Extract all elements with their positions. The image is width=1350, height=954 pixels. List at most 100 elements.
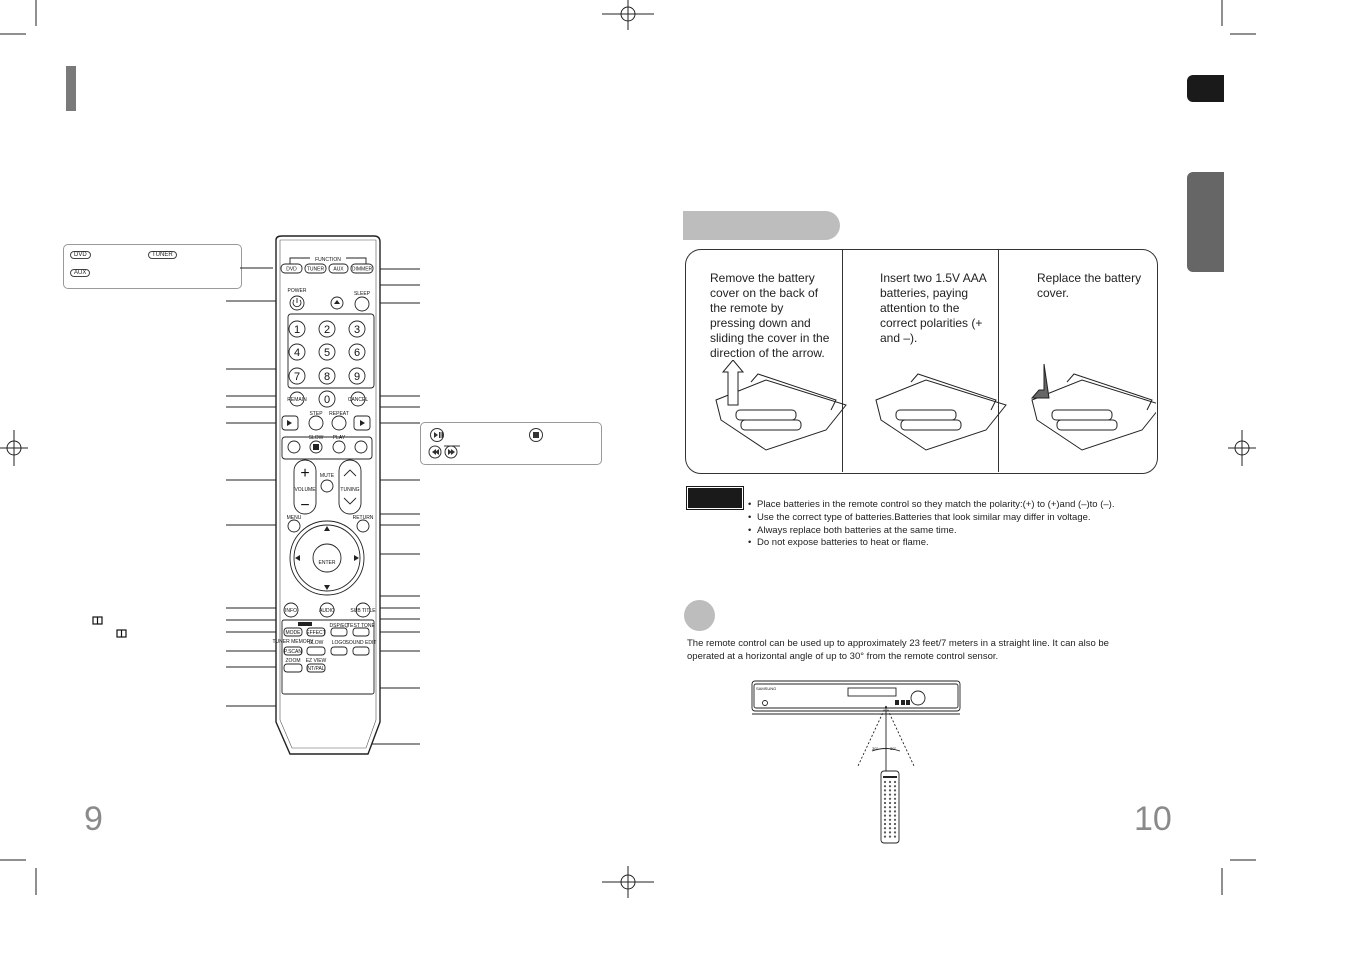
mini-remote-key: [883, 818, 887, 821]
device-brand: SAMSUNG: [756, 686, 776, 691]
tuning-label: TUNING: [340, 487, 359, 493]
mini-remote-key: [888, 814, 892, 817]
nt-pal-button: NT/PAL: [307, 666, 324, 672]
sleep-label: SLEEP: [354, 291, 371, 297]
chapter-tab: [1187, 75, 1224, 102]
mini-remote-key: [883, 810, 887, 813]
mini-remote-key: [888, 827, 892, 830]
digit-3-button: [348, 320, 366, 338]
angle-left-label: 30°: [872, 746, 878, 751]
digit-6-label: 6: [354, 347, 360, 359]
mini-remote-key: [883, 789, 887, 792]
mini-remote-key: [888, 806, 892, 809]
step-3-text: Replace the battery cover.: [1037, 271, 1142, 300]
range-diagram: SAMSUNG 30° 30°: [751, 680, 961, 844]
step-1-text: Remove the battery cover on the back of …: [710, 271, 830, 360]
dvd-badge: DVD: [70, 251, 91, 259]
mode-button: MODE: [286, 630, 302, 636]
cancel-button: CANCEL: [348, 397, 369, 403]
note-item: Always replace both batteries at the sam…: [748, 525, 1114, 538]
mini-remote-key: [883, 822, 887, 826]
sound-edit-label: SOUND EDIT: [346, 640, 377, 646]
digit-4-label: 4: [294, 347, 300, 359]
dolby-icon: [92, 616, 127, 638]
mini-remote-key: [893, 814, 897, 817]
mini-remote-key: [893, 818, 897, 821]
note-item: Use the correct type of batteries.Batter…: [748, 512, 1114, 525]
mini-remote-key: [893, 806, 897, 809]
mini-remote-key: [883, 801, 887, 805]
digit-5-button: [318, 343, 336, 361]
digit-3-label: 3: [354, 324, 360, 336]
page-number-left: 9: [84, 800, 103, 838]
slow-label: SLOW: [309, 435, 324, 441]
test-tone-label: TEST TONE: [347, 623, 375, 629]
slow2-label: SLOW: [309, 640, 324, 646]
mini-remote-key: [888, 818, 892, 821]
section-tab: [1187, 172, 1224, 272]
dsp-eq-label: DSP/EQ: [330, 623, 349, 629]
mini-remote-key: [883, 814, 887, 817]
mini-remote-key: [893, 831, 897, 834]
battery-illustrations: [715, 360, 1156, 451]
mini-remote-key: [893, 785, 897, 788]
mini-remote-key: [893, 810, 897, 813]
step-divider-1: [842, 250, 843, 472]
mini-remote-key: [888, 797, 892, 800]
function-callout-box: [63, 244, 242, 289]
tuner-memory-label: TUNER MEMORY: [272, 639, 314, 645]
mini-remote-key: [883, 785, 887, 788]
mini-remote-key: [893, 780, 897, 784]
audio-button: AUDIO: [319, 608, 335, 614]
mini-remote-key: [883, 806, 887, 809]
digit-2-label: 2: [324, 324, 330, 336]
digit-6-button: [348, 343, 366, 361]
digit-1-button: [288, 320, 306, 338]
play-callout-icons: [428, 428, 543, 459]
mini-remote-key: [883, 780, 887, 784]
volume-label: VOLUME: [294, 487, 316, 493]
mini-remote-key: [888, 789, 892, 792]
tuner-button: TUNER: [307, 267, 325, 273]
repeat-label: REPEAT: [329, 411, 349, 417]
battery-steps-box: [685, 249, 1158, 474]
digit-0-label: 0: [324, 394, 330, 406]
mini-remote-key: [883, 797, 887, 800]
mini-remote-key: [888, 780, 892, 784]
range-description: The remote control can be used up to app…: [687, 638, 1109, 662]
note-item: Do not expose batteries to heat or flame…: [748, 537, 1114, 550]
mini-remote-key: [893, 801, 897, 805]
digit-4-button: [288, 343, 306, 361]
digit-7-label: 7: [294, 371, 300, 383]
return-label: RETURN: [353, 515, 374, 521]
p-scan-button: P.SCAN: [284, 649, 302, 655]
step-2-text: Insert two 1.5V AAA batteries, paying at…: [880, 271, 987, 345]
play-callout-box: [420, 422, 602, 465]
mute-label: MUTE: [320, 473, 335, 479]
power-label: POWER: [288, 288, 307, 294]
mini-remote-key: [883, 835, 887, 838]
digit-9-label: 9: [354, 371, 360, 383]
note-list: Place batteries in the remote control so…: [748, 499, 1114, 550]
zoom-label: ZOOM: [286, 658, 301, 664]
section-bullet-circle: [684, 600, 715, 631]
mini-remote-key: [888, 785, 892, 788]
mini-remote-key: [883, 831, 887, 834]
title-bar: [66, 66, 76, 111]
tuner-badge: TUNER: [148, 251, 177, 259]
note-item: Place batteries in the remote control so…: [748, 499, 1114, 512]
angle-right-label: 30°: [890, 746, 896, 751]
digit-9-button: [348, 367, 366, 385]
digit-8-button: [318, 367, 336, 385]
play-label: PLAY: [333, 435, 346, 441]
section-banner: [683, 211, 840, 240]
svg-text:+: +: [300, 465, 309, 482]
mini-remote-key: [893, 797, 897, 800]
mini-remote-key: [893, 835, 897, 838]
effect-button: EFFECT: [306, 630, 325, 636]
note-badge: [686, 486, 744, 510]
info-button: INFO: [285, 608, 297, 614]
mini-remote-key: [893, 827, 897, 830]
aux-badge: AUX: [70, 269, 91, 277]
enter-button: ENTER: [319, 560, 336, 566]
